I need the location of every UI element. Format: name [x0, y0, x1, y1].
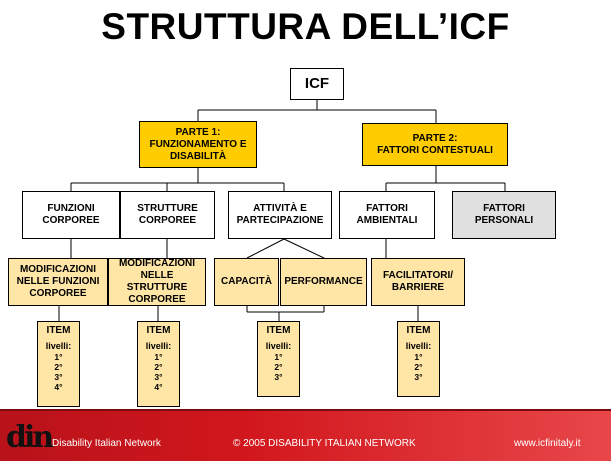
level-value: 4° — [154, 382, 163, 392]
level-value: 3° — [274, 372, 283, 382]
part-1-line-1: PARTE 1: — [175, 126, 221, 138]
level-value: 2° — [414, 362, 423, 372]
part-2-line-2: FATTORI CONTESTUALI — [377, 144, 493, 156]
icf-root-box: ICF — [290, 68, 344, 100]
item-label: ITEM — [46, 325, 71, 336]
component-environmental-factors: FATTORI AMBIENTALI — [339, 191, 435, 239]
level-value: 2° — [54, 362, 63, 372]
level-value: 2° — [274, 362, 283, 372]
part-2-line-1: PARTE 2: — [412, 132, 458, 144]
construct-line-2: NELLE FUNZIONI — [16, 276, 100, 287]
levels-label: livelli: — [265, 341, 292, 351]
item-box-activities: ITEM livelli: 1° 2° 3° — [257, 321, 300, 397]
component-line-1: ATTIVITÀ E — [253, 203, 307, 214]
component-line-1: FATTORI — [483, 203, 525, 214]
component-line-1: FUNZIONI — [47, 203, 95, 214]
part-1-box: PARTE 1: FUNZIONAMENTO E DISABILITÀ — [139, 121, 257, 168]
component-line-2: PARTECIPAZIONE — [236, 215, 324, 226]
item-label: ITEM — [266, 325, 291, 336]
component-line-2: CORPOREE — [42, 215, 100, 226]
icf-root-label: ICF — [304, 75, 330, 92]
level-value: 1° — [274, 352, 283, 362]
levels-label: livelli: — [145, 341, 172, 351]
construct-line-3: CORPOREE — [128, 294, 186, 305]
construct-line-2: NELLE STRUTTURE — [126, 270, 188, 293]
page-title: STRUTTURA DELL’ICF — [101, 6, 510, 47]
part-1-line-2: FUNZIONAMENTO E — [149, 138, 247, 150]
level-value: 2° — [154, 362, 163, 372]
component-body-structures: STRUTTURE CORPOREE — [120, 191, 215, 239]
construct-line-1: MODIFICAZIONI — [118, 258, 196, 269]
component-personal-factors: FATTORI PERSONALI — [452, 191, 556, 239]
item-box-body-structures: ITEM livelli: 1° 2° 3° 4° — [137, 321, 180, 407]
levels-label: livelli: — [45, 341, 72, 351]
part-1-line-3: DISABILITÀ — [169, 150, 227, 162]
item-box-environmental: ITEM livelli: 1° 2° 3° — [397, 321, 440, 397]
level-value: 4° — [54, 382, 63, 392]
component-line-2: AMBIENTALI — [356, 215, 418, 226]
footer-divider — [0, 409, 611, 411]
level-value: 1° — [154, 352, 163, 362]
levels-label: livelli: — [405, 341, 432, 351]
component-line-1: STRUTTURE — [137, 203, 198, 214]
construct-line-3: CORPOREE — [29, 288, 87, 299]
footer-copyright: © 2005 DISABILITY ITALIAN NETWORK — [233, 438, 416, 449]
din-logo: din — [6, 420, 54, 455]
construct-body-structures-change: MODIFICAZIONI NELLE STRUTTURE CORPOREE — [108, 258, 206, 306]
connector-lines — [58, 100, 506, 321]
construct-body-functions-change: MODIFICAZIONI NELLE FUNZIONI CORPOREE — [8, 258, 108, 306]
part-2-box: PARTE 2: FATTORI CONTESTUALI — [362, 123, 508, 166]
footer-website-link[interactable]: www.icfinitaly.it — [514, 438, 581, 449]
component-line-2: CORPOREE — [138, 215, 197, 226]
component-line-2: PERSONALI — [474, 215, 534, 226]
component-activities-participation: ATTIVITÀ E PARTECIPAZIONE — [228, 191, 332, 239]
construct-line-2: BARRIERE — [391, 282, 445, 293]
construct-line-1: CAPACITÀ — [221, 276, 272, 287]
level-value: 3° — [54, 372, 63, 382]
level-value: 3° — [414, 372, 423, 382]
construct-capacity: CAPACITÀ — [214, 258, 279, 306]
item-label: ITEM — [146, 325, 171, 336]
footer-network-name: Disability Italian Network — [52, 438, 161, 449]
component-line-1: FATTORI — [366, 203, 408, 214]
footer-bar: din Disability Italian Network © 2005 DI… — [0, 409, 611, 461]
construct-performance: PERFORMANCE — [280, 258, 367, 306]
construct-line-1: FACILITATORI/ — [383, 270, 453, 281]
level-value: 1° — [414, 352, 423, 362]
construct-facilitators-barriers: FACILITATORI/ BARRIERE — [371, 258, 465, 306]
construct-line-1: PERFORMANCE — [284, 276, 363, 287]
component-body-functions: FUNZIONI CORPOREE — [22, 191, 120, 239]
level-value: 3° — [154, 372, 163, 382]
level-value: 1° — [54, 352, 63, 362]
item-box-body-functions: ITEM livelli: 1° 2° 3° 4° — [37, 321, 80, 407]
construct-line-1: MODIFICAZIONI — [19, 264, 97, 275]
item-label: ITEM — [406, 325, 431, 336]
